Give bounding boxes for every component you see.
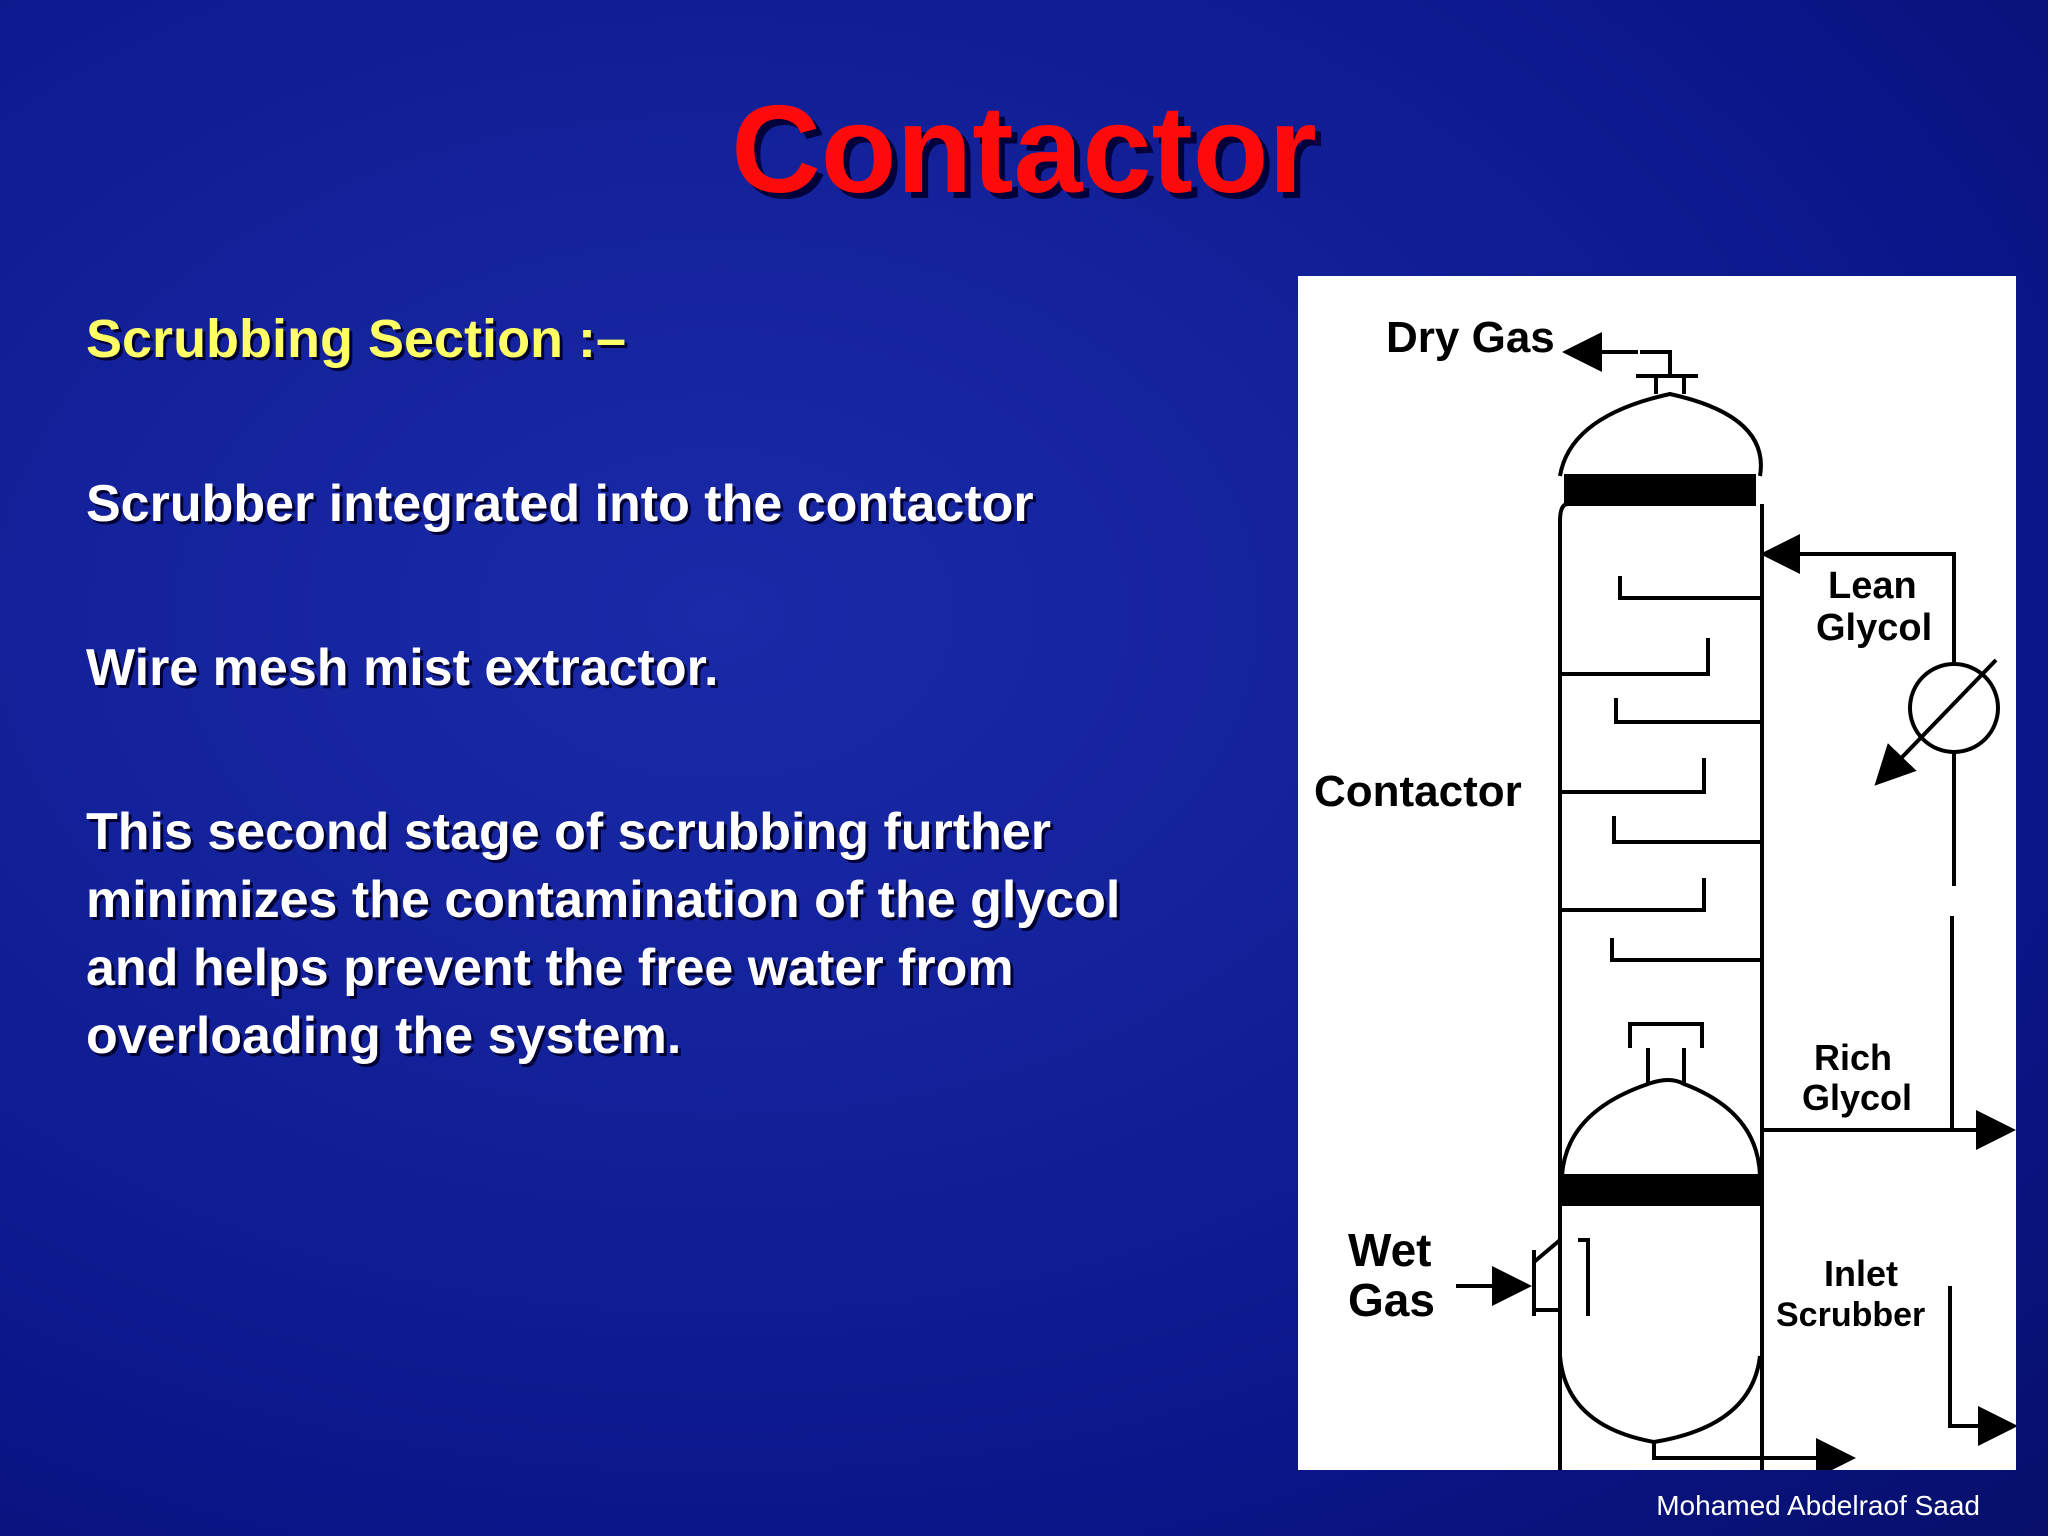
tray-1 [1618, 576, 1762, 600]
scrubber-liquid-outlet [1948, 1286, 2016, 1446]
tray-2 [1560, 638, 1710, 676]
slide-title: Contactor [731, 81, 1317, 219]
section-subtitle: Scrubbing Section :– [86, 309, 627, 369]
tray-3 [1614, 698, 1762, 724]
dry-gas-nozzle-neck [1654, 376, 1686, 394]
contactor-diagram: Dry Gas Lean Glycol Contactor Rich Glyco… [1298, 276, 2016, 1470]
lean-glycol-pipe [1760, 534, 1956, 886]
label-rich-glycol-1: Rich [1814, 1037, 1892, 1078]
label-contactor: Contactor [1314, 767, 1522, 816]
tray-4 [1560, 758, 1706, 794]
author-footer: Mohamed Abdelraof Saad [1656, 1490, 1980, 1521]
wet-gas-baffle [1578, 1238, 1590, 1316]
label-dry-gas: Dry Gas [1386, 313, 1555, 362]
bullet-second-stage: This second stage of scrubbing further m… [86, 803, 1121, 1065]
scrubber-bottom-head [1558, 1355, 1762, 1445]
tray-7 [1610, 938, 1762, 962]
contactor-top-dome [1558, 391, 1763, 477]
tray-5 [1612, 816, 1762, 844]
heat-exchanger-arrow [1874, 658, 1998, 786]
top-mist-extractor [1564, 474, 1756, 506]
chimney-riser [1646, 1048, 1686, 1084]
bullet-wire-mesh: Wire mesh mist extractor. [86, 639, 719, 697]
label-inlet-scrubber-1: Inlet [1824, 1253, 1898, 1294]
scrubber-mist-extractor [1558, 1174, 1764, 1206]
label-lean-glycol-1: Lean [1828, 565, 1917, 607]
chimney-cap [1628, 1022, 1704, 1048]
tray-6 [1560, 878, 1706, 912]
label-lean-glycol-2: Glycol [1816, 607, 1932, 649]
heat-exchanger [1908, 662, 2000, 754]
dry-gas-outlet-pipe [1640, 350, 1672, 376]
bullet-scrubber-integrated: Scrubber integrated into the contactor [86, 475, 1034, 533]
label-wet-gas-2: Gas [1348, 1274, 1435, 1326]
scrubber-top-dome [1560, 1078, 1762, 1177]
scrubber-drain [1652, 1438, 1856, 1470]
label-wet-gas-1: Wet [1348, 1224, 1432, 1276]
label-inlet-scrubber-2: Scrubber [1776, 1296, 1925, 1334]
contactor-diagram-svg: Dry Gas Lean Glycol Contactor Rich Glyco… [1314, 313, 2016, 1470]
label-rich-glycol-2: Glycol [1802, 1077, 1912, 1118]
